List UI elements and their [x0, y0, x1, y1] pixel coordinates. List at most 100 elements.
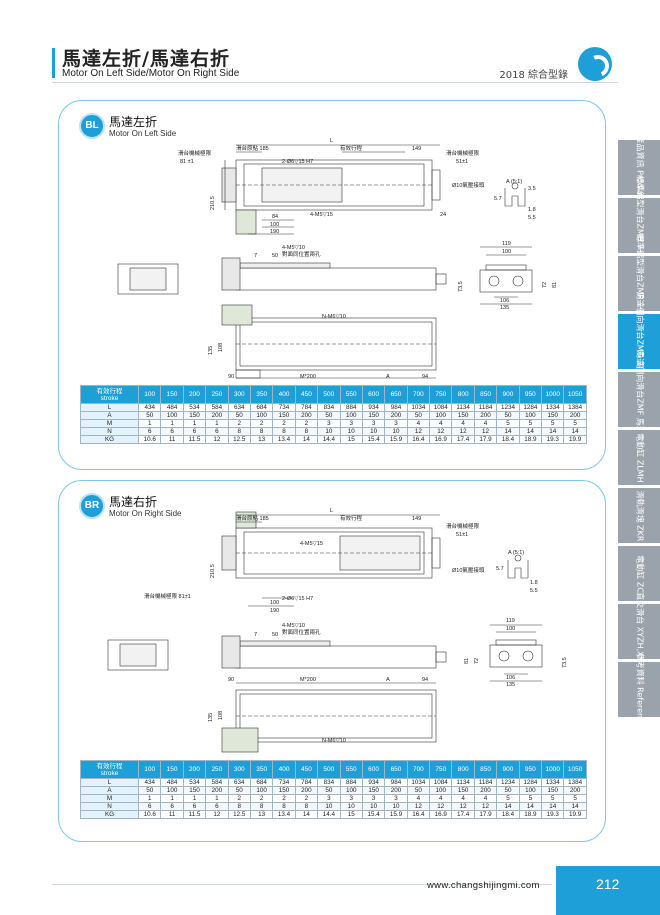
table-cell: 10	[317, 427, 341, 436]
dim-50: 50	[272, 632, 278, 638]
table-cell: 434	[137, 403, 162, 412]
footer-divider	[52, 884, 552, 885]
table-cell: 1	[205, 419, 229, 428]
table-cell: 13	[249, 435, 274, 444]
table-cell: 1	[160, 419, 184, 428]
table-cell: 15.4	[361, 435, 386, 444]
table-cell: 10.6	[137, 435, 162, 444]
table-cell: 19.9	[563, 435, 587, 444]
dim-119: 119	[506, 618, 515, 624]
table-cell: 14.4	[317, 435, 341, 444]
table-cell: 14	[541, 427, 565, 436]
tab-xyz[interactable]: 直交滑台 XYZH,XYZP	[618, 592, 660, 671]
table-cell: 884	[339, 403, 363, 412]
table-cell: 13.4	[272, 810, 296, 819]
tab-zmd[interactable]: 馬達側向滑台ZMD 馬達機種	[618, 291, 660, 392]
table-cell: 3	[361, 419, 386, 428]
dim-81b: 81	[464, 658, 470, 664]
table-cell: 50	[317, 411, 341, 420]
tab-zmh[interactable]: 標準鋁型滑台ZMH 一般機種	[618, 175, 660, 276]
tab-zc[interactable]: 電動缸 ZC	[618, 546, 660, 604]
table-cell: 11	[160, 435, 184, 444]
dim-94: 94	[422, 374, 428, 380]
dim-73-5: 73.5	[562, 657, 568, 668]
table-cell: 6	[137, 427, 162, 436]
tab-zlmh[interactable]: 電動缸 ZLMH	[618, 430, 660, 488]
table-cell: 1184	[473, 403, 498, 412]
section-title: 馬達右折	[109, 495, 158, 509]
table-row-label: KG	[80, 435, 139, 444]
table-cell: 200	[473, 411, 498, 420]
section-subtitle: Motor On Right Side	[109, 509, 182, 518]
table-cell: 1134	[451, 403, 475, 412]
table-cell: 19.9	[563, 810, 587, 819]
table-cell: 14	[496, 427, 520, 436]
table-cell: 16.9	[429, 810, 453, 819]
label-m5: 4-M5▽15	[300, 541, 323, 547]
label-pin: 對面同位置兩孔	[282, 250, 321, 258]
dim-73-5: 73.5	[458, 281, 464, 292]
table-cell: 50	[227, 411, 251, 420]
table-cell: 200	[384, 411, 408, 420]
table-cell: 8	[272, 427, 296, 436]
dim-100: 100	[270, 600, 279, 606]
table-cell: 14	[294, 810, 319, 819]
table-cell: 14	[563, 427, 587, 436]
table-cell: 17.4	[451, 810, 475, 819]
table-cell: 200	[563, 411, 587, 420]
dim-24: 24	[440, 212, 446, 218]
table-cell: 1384	[563, 403, 587, 412]
table-cell: 12.5	[227, 435, 251, 444]
table-cell: 834	[317, 403, 341, 412]
table-cell: 15.9	[384, 435, 408, 444]
dim-135b: 135	[208, 713, 214, 722]
dim-50: 50	[272, 253, 278, 259]
table-cell: 50	[406, 411, 431, 420]
table-cell: 13.4	[272, 435, 296, 444]
table-cell: 15	[339, 435, 363, 444]
tab-zmf[interactable]: 馬達側向滑台ZMF 馬達機種	[618, 350, 660, 449]
table-cell: 3	[339, 419, 363, 428]
tab-zkr[interactable]: 滑軌滑塊 ZKR	[618, 488, 660, 546]
dim-210: 210.5	[210, 564, 216, 578]
dim-5-7: 5.7	[496, 566, 504, 572]
table-cell: 2	[249, 419, 274, 428]
dim-72: 72	[474, 658, 480, 664]
dim-100b: 100	[502, 249, 511, 255]
label-n-m6: N-M6▽10	[322, 738, 346, 744]
dim-149: 149	[412, 516, 421, 522]
dim-190: 190	[270, 229, 279, 235]
dim-149: 149	[412, 146, 421, 152]
section-motor-right: BR 馬達右折 Motor On Right Side	[58, 480, 606, 842]
table-cell: 16.4	[406, 810, 431, 819]
label-limit-right: 滑台機械極限	[446, 522, 480, 530]
table-cell: 17.9	[473, 435, 498, 444]
table-cell: 15.9	[384, 810, 408, 819]
table-cell: 15	[339, 810, 363, 819]
tab-reference[interactable]: 參考資料 Reference	[618, 652, 660, 727]
table-cell: 16.9	[429, 435, 453, 444]
label-pin: 對面同位置兩孔	[282, 628, 321, 636]
dim-m200: M*200	[300, 677, 316, 683]
section-badge: BL	[79, 113, 105, 139]
table-cell: 6	[205, 427, 229, 436]
table-cell: 10	[339, 427, 363, 436]
dim-108: 108	[218, 343, 224, 352]
brand-logo-icon	[578, 47, 612, 81]
table-cell: 14	[518, 427, 543, 436]
table-cell: 14	[294, 435, 319, 444]
section-title: 馬達左折	[109, 115, 158, 129]
table-cell: 13	[249, 810, 274, 819]
dim-5-5: 5.5	[528, 215, 536, 221]
table-cell: 12	[473, 427, 498, 436]
table-cell: 934	[361, 403, 386, 412]
section-motor-left: BL 馬達左折 Motor On Left Side	[58, 100, 606, 470]
dim-L: L	[330, 138, 333, 144]
label-limit-left: 滑台機械極限	[178, 149, 212, 157]
tab-zmp[interactable]: 標準鋁型滑台ZMP 一般機種	[618, 234, 660, 333]
tab-product[interactable]: 產品資訊 Product	[618, 135, 660, 200]
table-cell: 8	[294, 427, 319, 436]
